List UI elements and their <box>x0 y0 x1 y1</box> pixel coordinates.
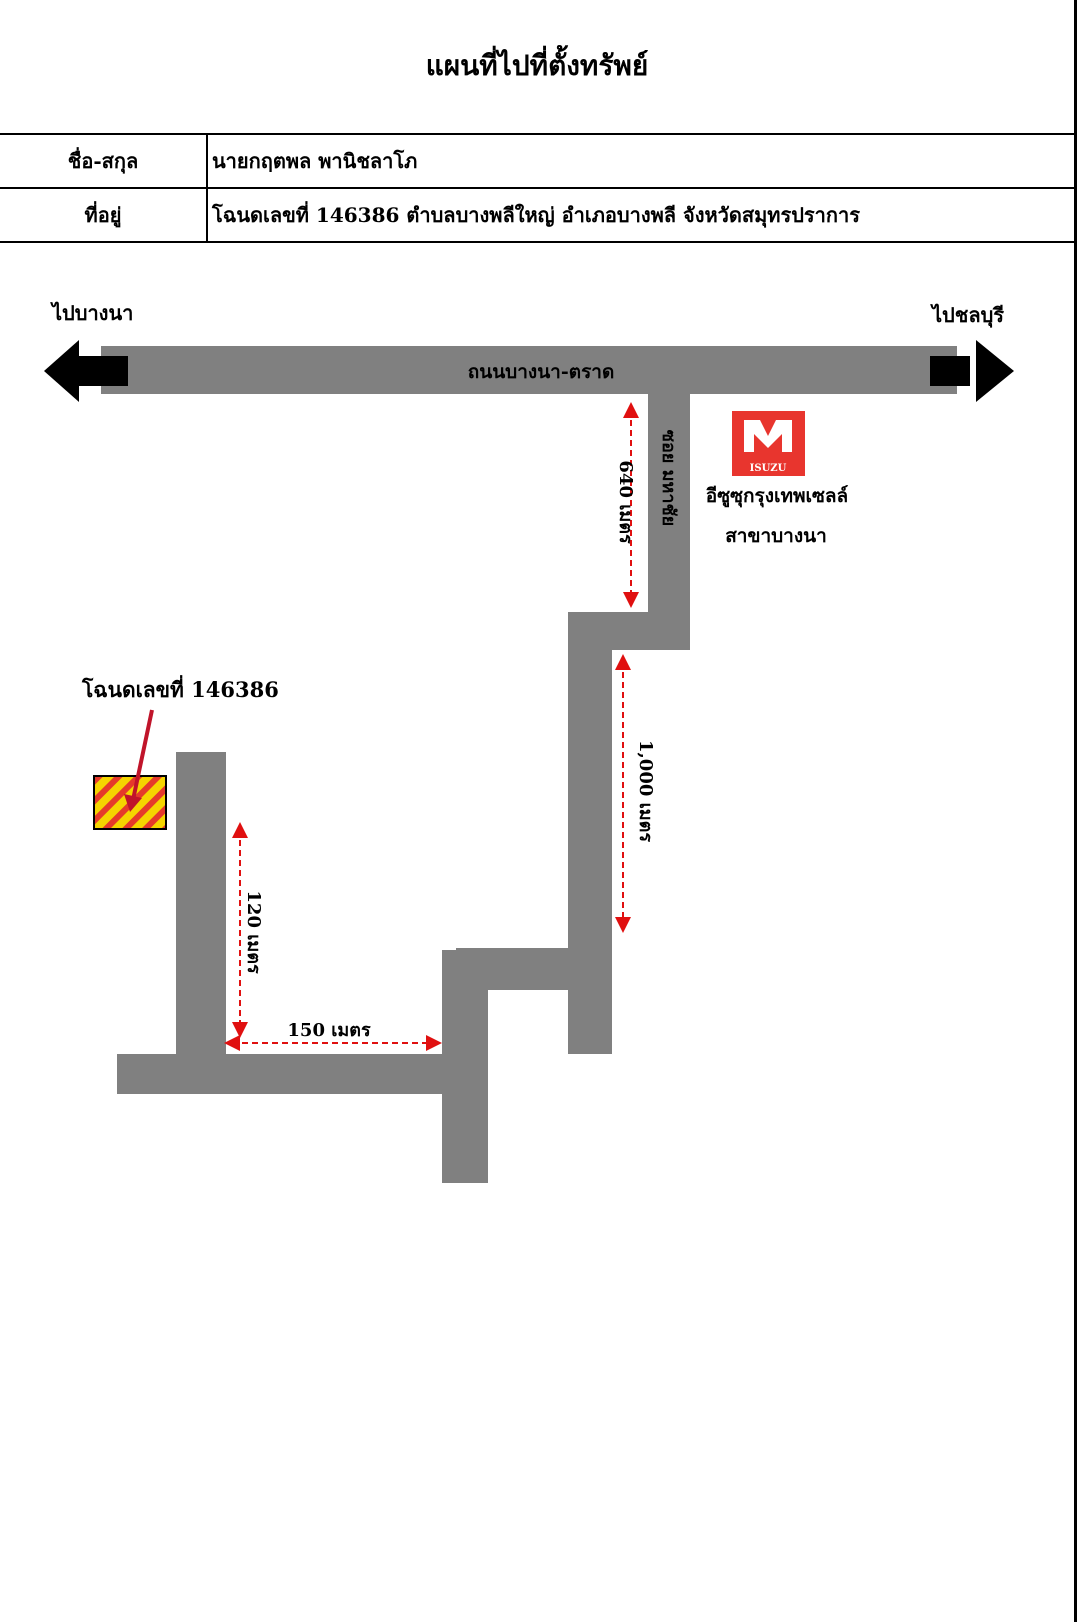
main-road <box>101 346 957 394</box>
address-label: ที่อยู่ <box>0 187 208 243</box>
name-value: นายกฤตพล พานิชลาโภ <box>206 133 1077 189</box>
distance-label-150: 150 เมตร <box>287 1020 371 1041</box>
landmark-name-line1: อีซูซุกรุงเทพเซลล์ <box>706 485 848 508</box>
table-row: ที่อยู่ โฉนดเลขที่ 146386 ตำบลบางพลีใหญ่… <box>0 187 1077 243</box>
isuzu-logo-text: ISUZU <box>750 463 787 474</box>
name-label: ชื่อ-สกุล <box>0 133 208 189</box>
distance-label-1000: 1,000 เมตร <box>635 740 656 842</box>
parcel-road-segment <box>176 752 226 1094</box>
soi-name-label: ซอย มหาชัย <box>658 430 679 526</box>
bottom-road-segment <box>117 1054 488 1094</box>
landmark-logo: ISUZU <box>732 411 805 476</box>
left-direction-label: ไปบางนา <box>50 301 133 325</box>
distance-label-640: 640 เมตร <box>615 460 636 544</box>
page-title: แผนที่ไปที่ตั้งทรัพย์ <box>425 49 649 82</box>
road-network <box>101 346 957 1183</box>
table-row: ชื่อ-สกุล นายกฤตพล พานิชลาโภ <box>0 133 1077 189</box>
address-value: โฉนดเลขที่ 146386 ตำบลบางพลีใหญ่ อำเภอบา… <box>206 187 1077 243</box>
parcel-pointer-line <box>131 709 154 801</box>
distance-label-120: 120 เมตร <box>243 890 264 974</box>
main-road-label: ถนนบางนา-ตราด <box>468 361 615 383</box>
landmark-name-line2: สาขาบางนา <box>725 525 827 547</box>
parcel-pointer-head <box>124 794 142 812</box>
direction-arrow-right <box>930 340 1014 402</box>
soi-road-segment <box>648 394 690 648</box>
info-table: ชื่อ-สกุล นายกฤตพล พานิชลาโภ ที่อยู่ โฉน… <box>0 133 1077 243</box>
page-frame-right <box>1074 0 1077 1622</box>
parcel-label: โฉนดเลขที่ 146386 <box>81 674 279 702</box>
right-direction-label: ไปชลบุรี <box>930 303 1004 328</box>
direction-arrow-left <box>44 340 128 402</box>
